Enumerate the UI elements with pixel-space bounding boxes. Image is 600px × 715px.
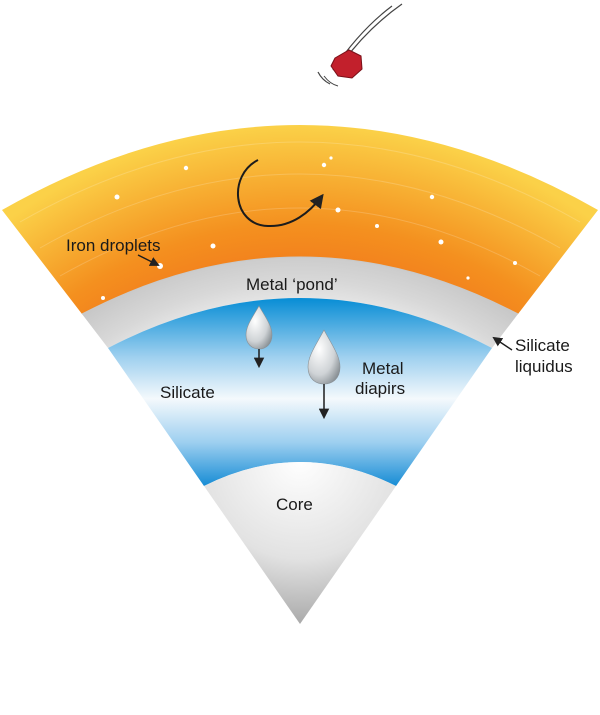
label-silicate: Silicate [160, 383, 215, 402]
silicate-liquidus-pointer [492, 336, 513, 351]
magma-ocean-lines [19, 141, 581, 277]
metal-pond-layer [82, 257, 518, 348]
silicate-layer [108, 298, 492, 486]
diapir-icon [245, 305, 273, 369]
label-metal-diapirs-1: Metal [362, 359, 404, 378]
iron-droplets-pointer [137, 254, 160, 266]
label-silicate-liquidus-1: Silicate [515, 336, 570, 355]
diapir-icon [307, 329, 341, 420]
convection-arrow-icon [236, 159, 324, 228]
magma-ocean-layer [2, 125, 598, 314]
label-core: Core [276, 495, 313, 514]
label-silicate-liquidus-2: liquidus [515, 357, 573, 376]
label-iron-droplets: Iron droplets [66, 236, 161, 255]
impactor-icon [317, 3, 403, 87]
label-metal-pond: Metal ‘pond’ [246, 275, 338, 294]
core-layer [204, 462, 396, 624]
label-metal-diapirs-2: diapirs [355, 379, 405, 398]
